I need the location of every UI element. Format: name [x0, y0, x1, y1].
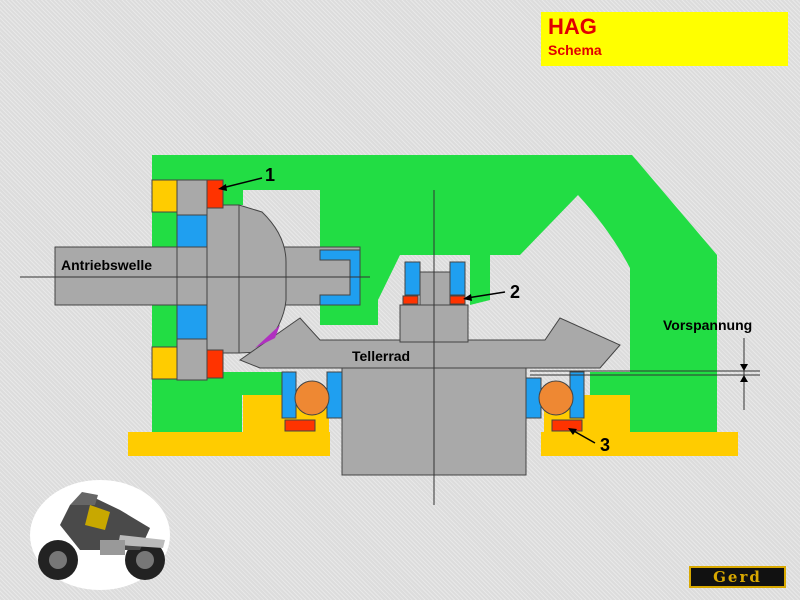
marker-1: 1 — [265, 165, 275, 185]
ring-gear-contact — [255, 325, 280, 348]
gerd-logo: Gerd — [689, 566, 786, 588]
housing-lower-left — [242, 372, 282, 395]
shim-1-lower — [206, 349, 224, 379]
preload-arrowhead-bottom — [740, 375, 748, 382]
pinion-flange — [206, 204, 240, 354]
leader-1 — [221, 177, 263, 189]
leader-3-head — [568, 428, 577, 435]
gerd-logo-text: Gerd — [713, 568, 762, 586]
diagram-title: HAG — [548, 14, 597, 39]
leader-1-head — [218, 184, 227, 191]
housing-lower-right — [590, 372, 630, 395]
leader-2 — [466, 291, 506, 299]
lower-bearing-left-inner — [326, 371, 343, 419]
base-plate-right — [541, 432, 738, 456]
diagram-subtitle: Schema — [548, 42, 602, 58]
lower-bearing-left-outer — [281, 371, 297, 419]
label-antriebswelle: Antriebswelle — [61, 257, 152, 273]
motorcycle-illustration — [30, 480, 170, 590]
shim-1 — [206, 179, 224, 209]
shim-3-right — [551, 419, 583, 432]
ball-right — [538, 380, 574, 416]
pinion-carrier — [176, 179, 208, 381]
pinion-bearing-top — [176, 214, 208, 248]
pinion-gear — [238, 204, 287, 354]
preload-arrowhead-top — [740, 364, 748, 371]
leader-2-head — [463, 294, 472, 301]
base-plate-left — [128, 432, 330, 456]
marker-2: 2 — [510, 282, 520, 302]
pinion-bearing-bottom — [176, 304, 208, 340]
shim-2-left — [402, 295, 419, 305]
hub-bearing — [404, 261, 466, 296]
ball-left — [294, 380, 330, 416]
marker-3: 3 — [600, 435, 610, 455]
end-pad-top — [151, 179, 178, 213]
ring-gear-stub — [419, 271, 451, 306]
label-vorspannung: Vorspannung — [663, 317, 752, 333]
end-pad-bottom — [151, 346, 178, 380]
title-box — [541, 12, 788, 66]
shim-3-left — [284, 419, 316, 432]
label-tellerrad: Tellerrad — [352, 348, 410, 364]
shaft-end-bearing — [319, 249, 361, 306]
leader-3 — [571, 429, 596, 444]
shim-2-right — [449, 295, 466, 305]
